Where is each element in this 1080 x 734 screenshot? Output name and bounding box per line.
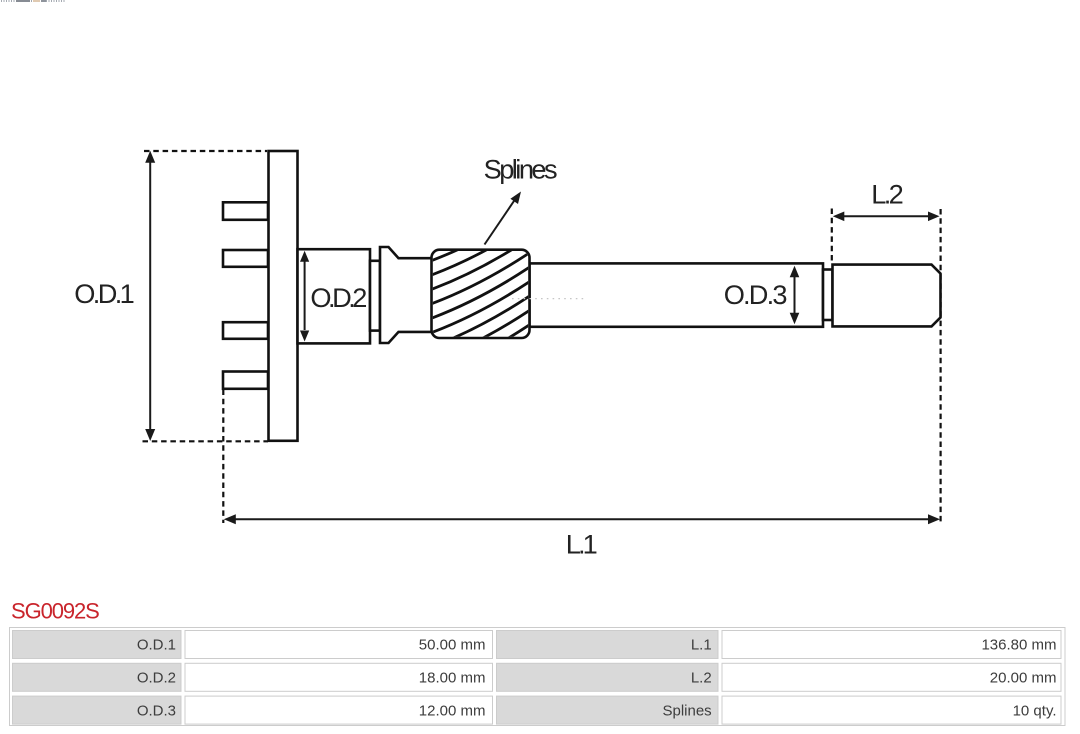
svg-text:L.2: L.2: [691, 670, 712, 687]
svg-text:O.D.2: O.D.2: [310, 282, 367, 313]
svg-text:Splines: Splines: [484, 154, 558, 185]
svg-text:Splines: Splines: [662, 702, 711, 719]
svg-text:L.2: L.2: [871, 178, 904, 209]
svg-text:136.80 mm: 136.80 mm: [981, 637, 1056, 654]
svg-text:50.00 mm: 50.00 mm: [419, 637, 486, 654]
svg-text:20.00 mm: 20.00 mm: [990, 670, 1057, 687]
svg-text:SG0092S: SG0092S: [11, 598, 99, 623]
svg-text:O.D.3: O.D.3: [137, 702, 176, 719]
svg-text:O.D.2: O.D.2: [137, 670, 176, 687]
svg-text:O.D.1: O.D.1: [74, 278, 135, 309]
svg-text:10 qty.: 10 qty.: [1013, 702, 1057, 719]
svg-text:L.1: L.1: [691, 637, 712, 654]
svg-text:O.D.3: O.D.3: [724, 279, 788, 310]
svg-text:O.D.1: O.D.1: [137, 637, 176, 654]
svg-text:18.00 mm: 18.00 mm: [419, 670, 486, 687]
svg-text:L.1: L.1: [566, 528, 598, 559]
svg-text:12.00 mm: 12.00 mm: [419, 702, 486, 719]
